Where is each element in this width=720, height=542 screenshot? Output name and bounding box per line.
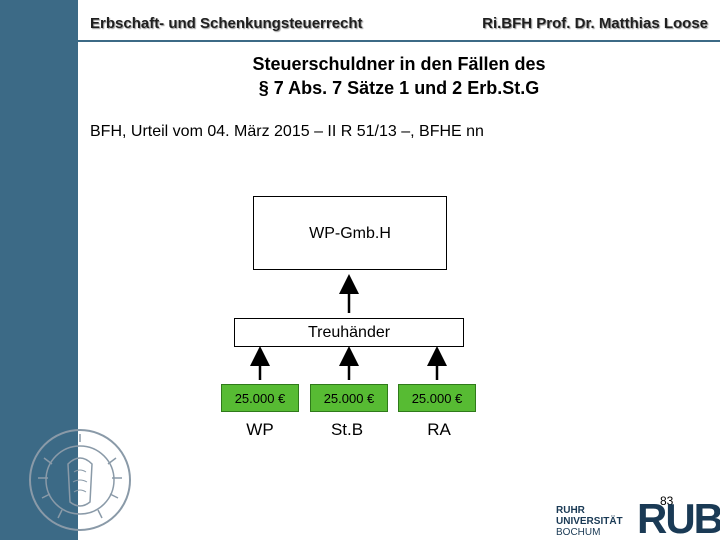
trustee-label: Treuhänder xyxy=(307,324,391,341)
share-amount-3: 25.000 € xyxy=(398,384,476,412)
university-wordmark-line-1: RUHR xyxy=(556,505,585,516)
company-label: WP-Gmb.H xyxy=(309,225,391,242)
university-seal-icon xyxy=(29,429,131,531)
header-course-title: Erbschaft- und Schenkungsteuerrecht xyxy=(90,15,363,32)
slide-title-line-1: Steuerschuldner in den Fällen des xyxy=(252,54,546,74)
header-divider xyxy=(78,40,720,42)
court-citation: BFH, Urteil vom 04. März 2015 – II R 51/… xyxy=(90,123,484,140)
slide-title-line-2: § 7 Abs. 7 Sätze 1 und 2 Erb.St.G xyxy=(258,78,540,98)
shareholder-label-2: St.B xyxy=(330,420,364,439)
shareholder-label-1: WP xyxy=(246,420,274,439)
university-wordmark-line-2: UNIVERSITÄT xyxy=(556,516,623,527)
shareholder-label-3: RA xyxy=(427,420,451,439)
share-amount-2: 25.000 € xyxy=(310,384,388,412)
university-wordmark: RUHR UNIVERSITÄT BOCHUM xyxy=(556,505,623,538)
rub-logo: RUB xyxy=(637,495,720,542)
company-box: WP-Gmb.H xyxy=(253,196,447,270)
slide-title: Steuerschuldner in den Fällen des § 7 Ab… xyxy=(78,52,720,100)
share-amount-1: 25.000 € xyxy=(221,384,299,412)
university-wordmark-line-3: BOCHUM xyxy=(556,527,601,538)
page-number: 83 xyxy=(660,494,674,508)
header-author: Ri.BFH Prof. Dr. Matthias Loose xyxy=(482,15,708,32)
